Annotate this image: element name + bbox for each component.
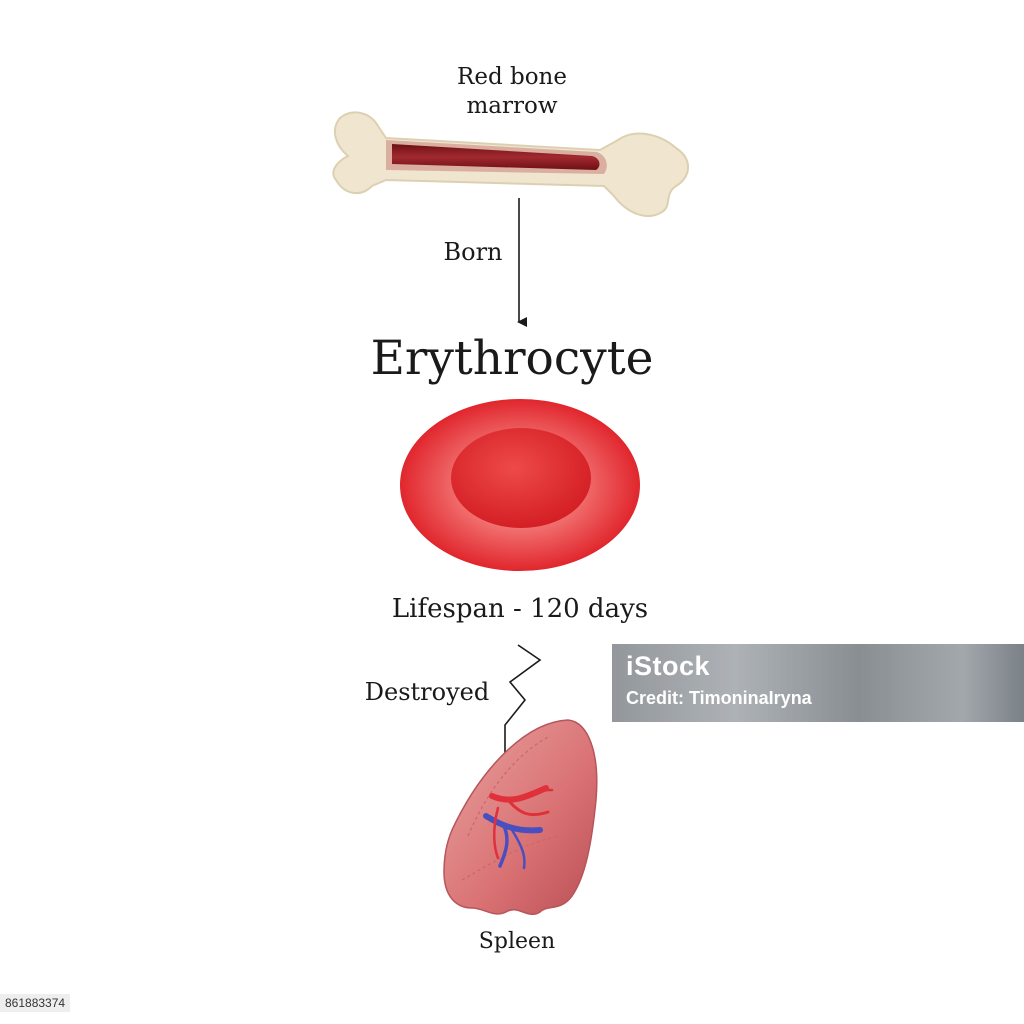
spleen-icon (443, 719, 598, 915)
spleen-label: Spleen (478, 929, 556, 954)
watermark-credit: Credit: TimoninaIryna (626, 688, 812, 708)
born-label: Born (443, 238, 503, 266)
lifespan-label: Lifespan - 120 days (391, 594, 649, 624)
bone-marrow-label: Red bone marrow (457, 64, 567, 119)
bone-icon (332, 111, 689, 217)
watermark-logo: iStock (626, 651, 711, 681)
zigzag-arrow-icon (503, 644, 542, 760)
watermark-banner: iStock Credit: TimoninaIryna (612, 644, 1024, 722)
erythrocyte-title: Erythrocyte (370, 331, 654, 386)
red-blood-cell-icon (400, 399, 640, 571)
stock-id: 861883374 (0, 994, 71, 1012)
destroyed-label: Destroyed (364, 678, 490, 706)
